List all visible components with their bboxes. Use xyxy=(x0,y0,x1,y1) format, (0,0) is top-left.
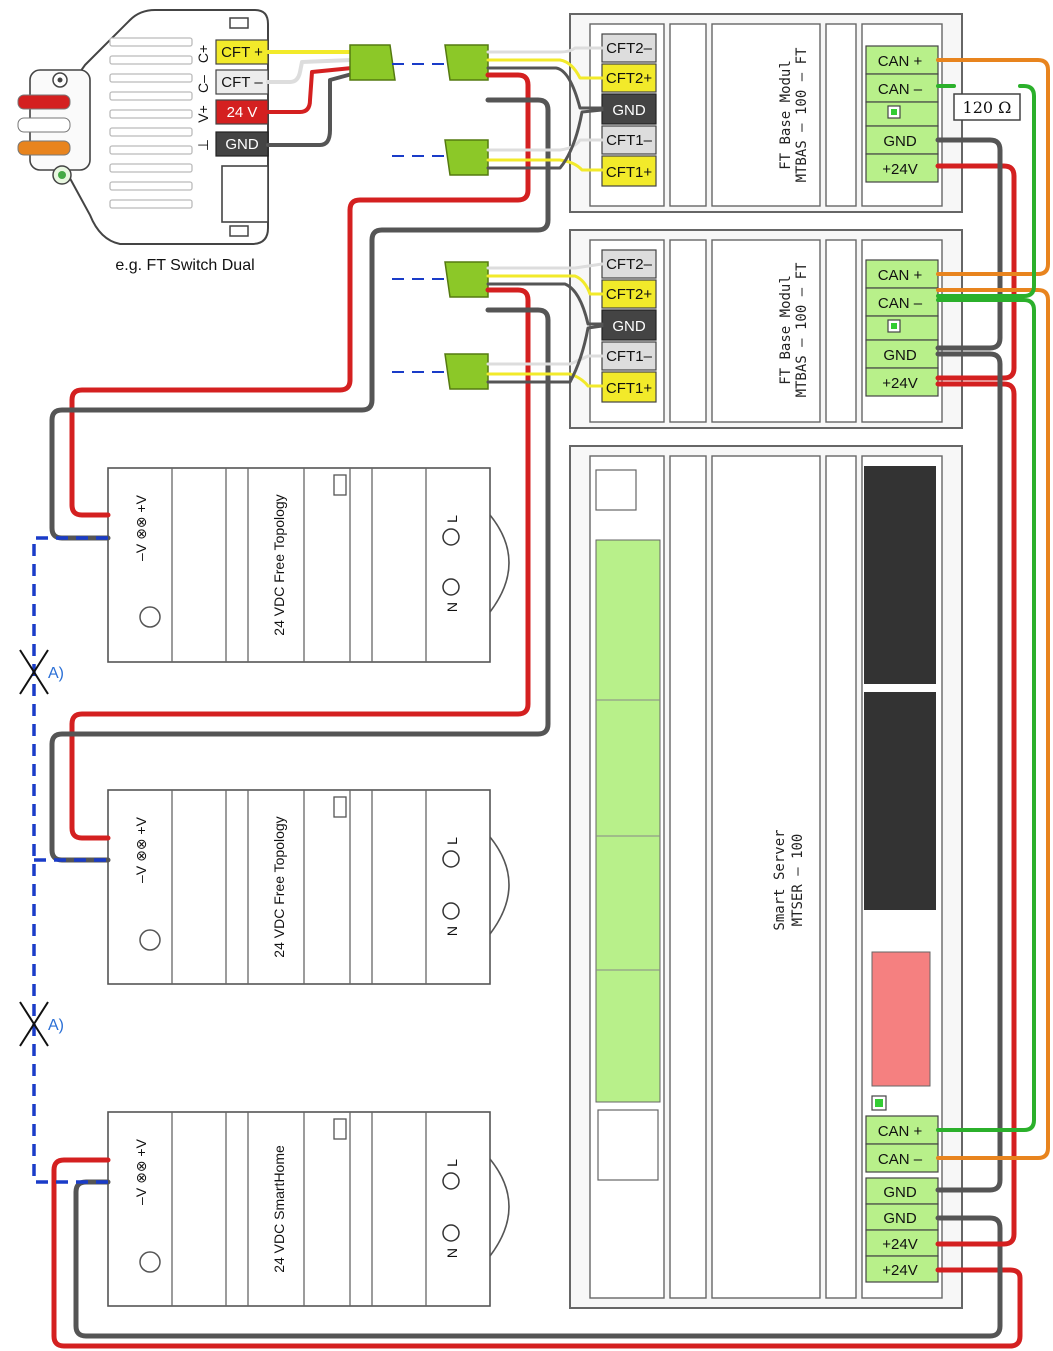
switch-terminal-cft-plus: CFT + xyxy=(221,44,263,61)
pin-label-v-plus: V+ xyxy=(195,105,211,123)
switch-caption: e.g. FT Switch Dual xyxy=(115,257,254,274)
m1-terminal-gnd: GND xyxy=(612,102,646,119)
connector-icon xyxy=(349,44,396,81)
m2-terminal-24v: +24V xyxy=(882,375,917,392)
status-led-icon xyxy=(875,1099,883,1107)
psu3-input-l: L xyxy=(444,1159,460,1167)
server-terminal-24v-2: +24V xyxy=(882,1262,917,1279)
m2-module-name: FT Base Modul xyxy=(778,275,794,385)
psu3-input-n: N xyxy=(444,1248,460,1258)
m1-terminal-cft2-plus: CFT2+ xyxy=(606,70,653,87)
led-icon xyxy=(139,606,161,628)
power-supply-1: –V ⊗⊗ +V 24 VDC Free Topology L N xyxy=(107,467,510,663)
cft-bus-wires xyxy=(486,46,604,388)
led-icon xyxy=(139,929,161,951)
pin-label-c-plus: C+ xyxy=(195,45,211,63)
connector-icon xyxy=(444,139,489,176)
led-icon xyxy=(139,1251,161,1273)
pin-label-ground: ⊥ xyxy=(195,139,211,151)
m2-terminal-gnd: GND xyxy=(612,318,646,335)
psu1-input-l: L xyxy=(444,515,460,523)
terminal-screw-icon xyxy=(442,850,460,868)
status-led-icon xyxy=(891,109,897,115)
switch-terminal-cft-minus: CFT – xyxy=(221,74,263,91)
resistor-value: 120 Ω xyxy=(963,98,1012,117)
server-terminal-can-minus: CAN – xyxy=(878,1151,923,1168)
m1-terminal-gnd-power: GND xyxy=(883,133,917,150)
pin-label-c-minus: C– xyxy=(195,75,211,93)
power-wiring xyxy=(49,72,1023,1349)
m2-terminal-cft1-minus: CFT1– xyxy=(606,348,653,365)
power-supply-2: –V ⊗⊗ +V 24 VDC Free Topology L N xyxy=(107,789,510,985)
cross-icon xyxy=(19,649,49,695)
server-terminal-gnd-2: GND xyxy=(883,1210,917,1227)
server-model: MTSER – 100 xyxy=(790,834,806,927)
cable-connectors xyxy=(349,44,489,390)
terminal-screw-icon xyxy=(442,578,460,596)
switch-bus-wires xyxy=(266,50,354,147)
m1-terminal-cft2-minus: CFT2– xyxy=(606,40,653,57)
m2-terminal-gnd-power: GND xyxy=(883,347,917,364)
io-panel xyxy=(595,539,661,1103)
terminal-screw-icon xyxy=(442,528,460,546)
server-terminal-24v-1: +24V xyxy=(882,1236,917,1253)
terminal-screw-icon xyxy=(442,902,460,920)
network-port-panel xyxy=(864,692,936,910)
m2-terminal-can-plus: CAN + xyxy=(878,267,923,284)
psu3-label: 24 VDC SmartHome xyxy=(271,1145,287,1273)
ft-switch-dual: C+ C– V+ ⊥ CFT + CFT – 24 V GND e.g. FT … xyxy=(17,9,269,274)
server-terminal-can-plus: CAN + xyxy=(878,1123,923,1140)
bus-continuation-lines xyxy=(392,63,446,373)
m1-terminal-cft1-minus: CFT1– xyxy=(606,132,653,149)
terminal-screw-icon xyxy=(442,1172,460,1190)
psu1-input-n: N xyxy=(444,602,460,612)
prohibited-links: A) A) xyxy=(19,536,108,1184)
ft-base-module-1: CFT2– CFT2+ GND CFT1– CFT1+ FT Base Modu… xyxy=(569,13,1021,213)
psu3-output-terminals: –V ⊗⊗ +V xyxy=(133,1138,149,1205)
psu1-output-terminals: –V ⊗⊗ +V xyxy=(133,494,149,561)
m1-terminal-can-minus: CAN – xyxy=(878,81,923,98)
m2-terminal-cft2-plus: CFT2+ xyxy=(606,286,653,303)
dip-switch-panel xyxy=(871,951,931,1087)
connector-icon xyxy=(444,261,489,298)
note-a-1: A) xyxy=(48,665,64,682)
psu2-output-terminals: –V ⊗⊗ +V xyxy=(133,816,149,883)
psu2-input-n: N xyxy=(444,926,460,936)
m2-terminal-cft1-plus: CFT1+ xyxy=(606,380,653,397)
status-led-icon xyxy=(891,323,897,329)
server-terminal-gnd-1: GND xyxy=(883,1184,917,1201)
ft-base-module-2: CFT2– CFT2+ GND CFT1– CFT1+ FT Base Modu… xyxy=(569,229,963,429)
m1-terminal-24v: +24V xyxy=(882,161,917,178)
power-supply-3: –V ⊗⊗ +V 24 VDC SmartHome L N xyxy=(107,1111,510,1307)
m2-terminal-cft2-minus: CFT2– xyxy=(606,256,653,273)
m2-module-model: MTBAS – 100 – FT xyxy=(794,262,810,397)
can-bus-wiring xyxy=(936,58,1050,1160)
m2-terminal-can-minus: CAN – xyxy=(878,295,923,312)
cross-icon xyxy=(19,1001,49,1047)
terminal-screw-icon xyxy=(442,1224,460,1242)
connector-icon xyxy=(444,44,489,81)
psu2-input-l: L xyxy=(444,837,460,845)
smart-server: Smart Server MTSER – 100 CAN + CAN – GND… xyxy=(569,445,963,1309)
connector-icon xyxy=(444,353,489,390)
m1-module-model: MTBAS – 100 – FT xyxy=(794,47,810,182)
note-a-2: A) xyxy=(48,1017,64,1034)
psu1-label: 24 VDC Free Topology xyxy=(271,494,287,635)
m1-terminal-cft1-plus: CFT1+ xyxy=(606,164,653,181)
server-name: Smart Server xyxy=(772,829,788,930)
switch-terminal-gnd: GND xyxy=(225,136,259,153)
m1-terminal-can-plus: CAN + xyxy=(878,53,923,70)
psu2-label: 24 VDC Free Topology xyxy=(271,816,287,957)
network-port-panel xyxy=(864,466,936,684)
terminating-resistor xyxy=(953,93,1021,121)
switch-terminal-24v: 24 V xyxy=(227,104,258,121)
m1-module-name: FT Base Modul xyxy=(778,60,794,170)
